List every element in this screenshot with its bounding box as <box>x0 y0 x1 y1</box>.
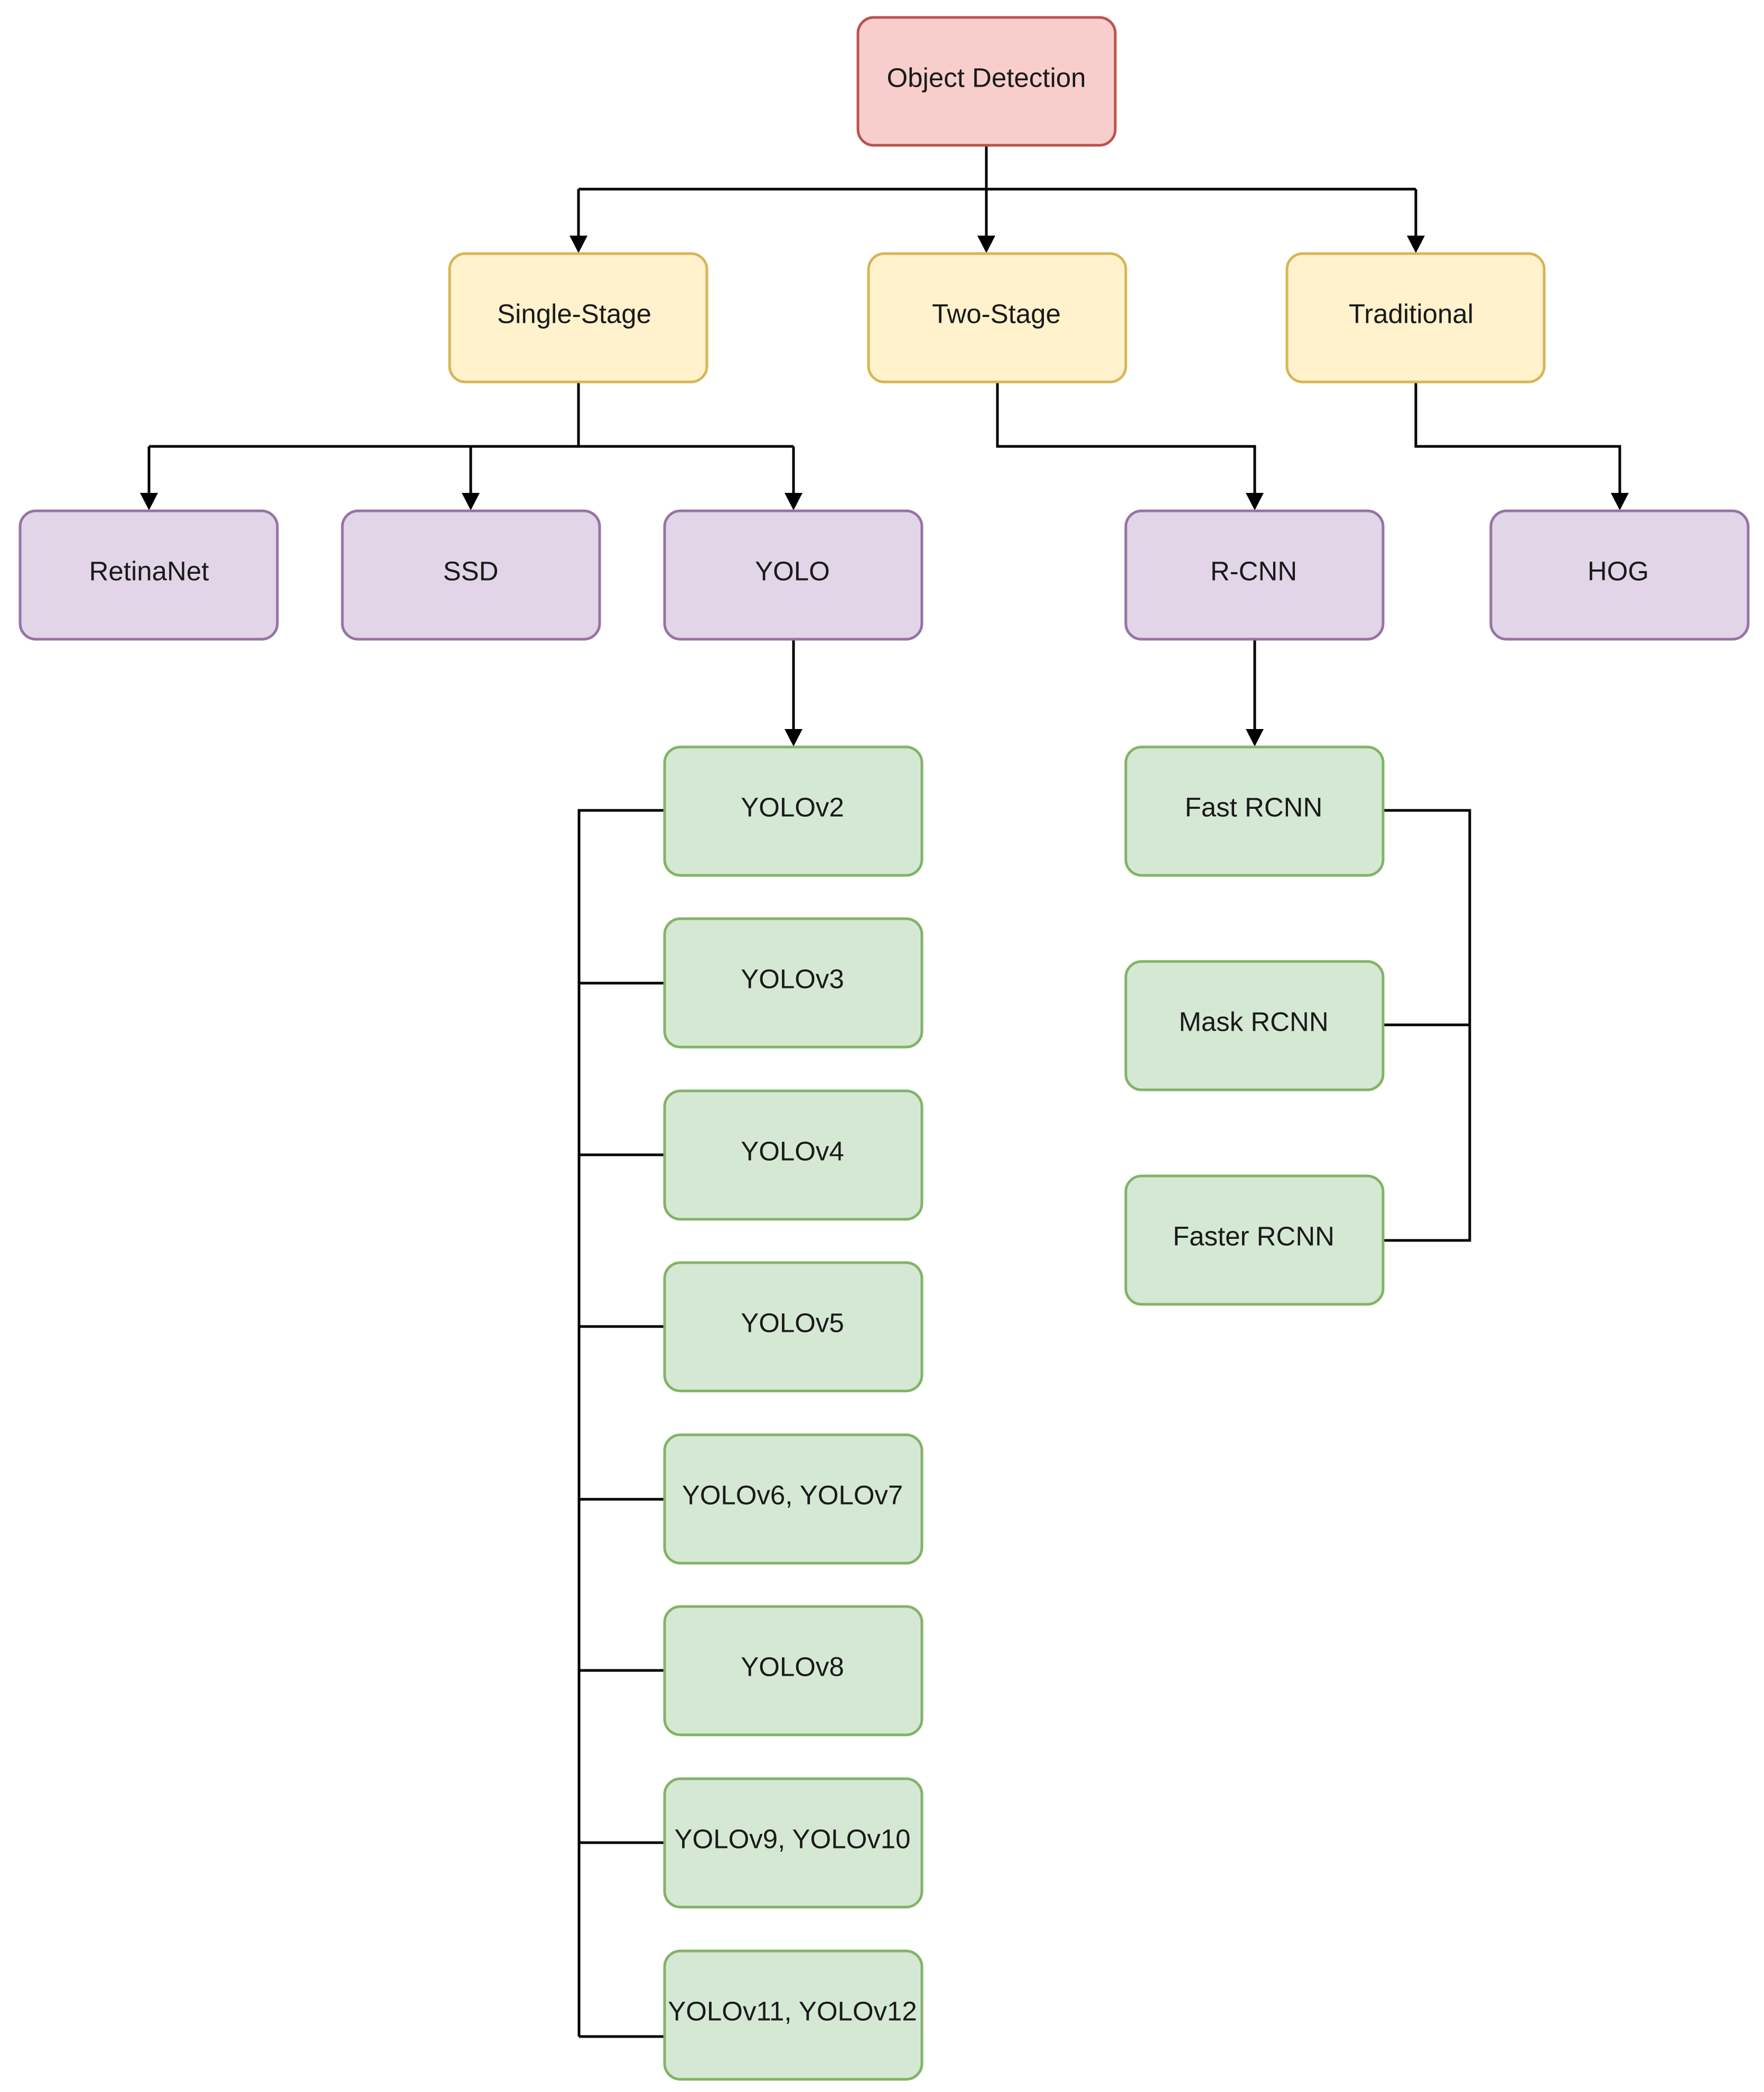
node-fast-rcnn[interactable]: Fast RCNN <box>1124 745 1385 877</box>
node-yolov6-7-box <box>663 1433 923 1565</box>
node-mask-rcnn-box <box>1124 960 1385 1091</box>
nodes: Object Detection Single-Stage Two-Stage … <box>18 16 1750 2081</box>
node-yolov3[interactable]: YOLOv3 <box>663 917 923 1049</box>
node-yolo-box <box>663 509 923 641</box>
node-yolov5-box <box>663 1261 923 1393</box>
node-mask-rcnn[interactable]: Mask RCNN <box>1124 960 1385 1091</box>
node-hog[interactable]: HOG <box>1489 509 1750 641</box>
node-yolov9-10-label: YOLOv9, YOLOv10 <box>675 1824 911 1854</box>
node-mask-rcnn-label: Mask RCNN <box>1179 1007 1328 1037</box>
node-r-cnn-box <box>1124 509 1385 641</box>
arrowhead-single-stage <box>570 236 587 253</box>
node-single-stage-label: Single-Stage <box>497 299 651 329</box>
node-single-stage[interactable]: Single-Stage <box>448 252 708 384</box>
node-hog-label: HOG <box>1588 556 1649 586</box>
node-yolov3-box <box>663 917 923 1049</box>
connectors <box>140 145 1629 2038</box>
node-yolo[interactable]: YOLO <box>663 509 923 641</box>
node-retinanet-box <box>18 509 279 641</box>
node-yolov4-label: YOLOv4 <box>741 1136 844 1166</box>
node-yolov4[interactable]: YOLOv4 <box>663 1089 923 1221</box>
node-ssd-box <box>341 509 601 641</box>
arrowhead-yolov2 <box>785 729 802 746</box>
node-object-detection[interactable]: Object Detection <box>856 16 1117 147</box>
node-yolov8[interactable]: YOLOv8 <box>663 1605 923 1736</box>
arrowhead-two-stage <box>977 236 995 253</box>
node-traditional[interactable]: Traditional <box>1285 252 1546 384</box>
node-single-stage-box <box>448 252 708 384</box>
node-object-detection-label: Object Detection <box>886 63 1086 93</box>
node-yolov2-label: YOLOv2 <box>741 792 844 823</box>
node-ssd-label: SSD <box>443 556 499 586</box>
arrowhead-ssd <box>462 493 480 510</box>
node-hog-box <box>1489 509 1750 641</box>
node-yolov2-box <box>663 745 923 877</box>
node-retinanet-label: RetinaNet <box>89 556 209 586</box>
node-yolov6-7[interactable]: YOLOv6, YOLOv7 <box>663 1433 923 1565</box>
edge-two-stage-to-rcnn <box>996 383 1256 493</box>
edge-root-to-categories <box>577 145 1417 236</box>
arrowhead-traditional <box>1407 236 1425 253</box>
node-faster-rcnn[interactable]: Faster RCNN <box>1124 1174 1385 1306</box>
node-traditional-label: Traditional <box>1349 299 1473 329</box>
edge-yolo-version-spine <box>577 809 665 2038</box>
node-yolo-label: YOLO <box>755 556 830 586</box>
node-yolov5-label: YOLOv5 <box>741 1308 844 1338</box>
arrowhead-hog <box>1611 493 1629 510</box>
node-yolov9-10[interactable]: YOLOv9, YOLOv10 <box>663 1777 923 1909</box>
node-retinanet[interactable]: RetinaNet <box>18 509 279 641</box>
edge-single-stage-to-families <box>147 383 795 493</box>
node-yolov8-label: YOLOv8 <box>741 1652 844 1682</box>
node-faster-rcnn-label: Faster RCNN <box>1173 1221 1334 1252</box>
node-two-stage-box <box>867 252 1127 384</box>
node-yolov6-7-label: YOLOv6, YOLOv7 <box>682 1480 903 1510</box>
node-r-cnn[interactable]: R-CNN <box>1124 509 1385 641</box>
arrowhead-rcnn <box>1246 493 1264 510</box>
node-ssd[interactable]: SSD <box>341 509 601 641</box>
node-yolov2[interactable]: YOLOv2 <box>663 745 923 877</box>
edge-rcnn-version-spine <box>1384 809 1471 1242</box>
node-object-detection-box <box>856 16 1117 147</box>
node-faster-rcnn-box <box>1124 1174 1385 1306</box>
node-two-stage[interactable]: Two-Stage <box>867 252 1127 384</box>
node-yolov4-box <box>663 1089 923 1221</box>
arrowhead-fast-rcnn <box>1246 729 1264 746</box>
node-yolov9-10-box <box>663 1777 923 1909</box>
node-yolov11-12-box <box>663 1949 923 2081</box>
node-yolov11-12[interactable]: YOLOv11, YOLOv12 <box>663 1949 923 2081</box>
node-yolov11-12-label: YOLOv11, YOLOv12 <box>668 1996 917 2026</box>
arrowhead-retinanet <box>140 493 158 510</box>
arrowhead-yolo <box>785 493 802 510</box>
node-r-cnn-label: R-CNN <box>1210 556 1297 586</box>
node-yolov8-box <box>663 1605 923 1736</box>
node-two-stage-label: Two-Stage <box>932 299 1061 329</box>
node-fast-rcnn-box <box>1124 745 1385 877</box>
node-fast-rcnn-label: Fast RCNN <box>1185 792 1323 823</box>
node-yolov3-label: YOLOv3 <box>741 964 844 994</box>
node-yolov5[interactable]: YOLOv5 <box>663 1261 923 1393</box>
node-traditional-box <box>1285 252 1546 384</box>
edge-traditional-to-hog <box>1414 383 1621 493</box>
